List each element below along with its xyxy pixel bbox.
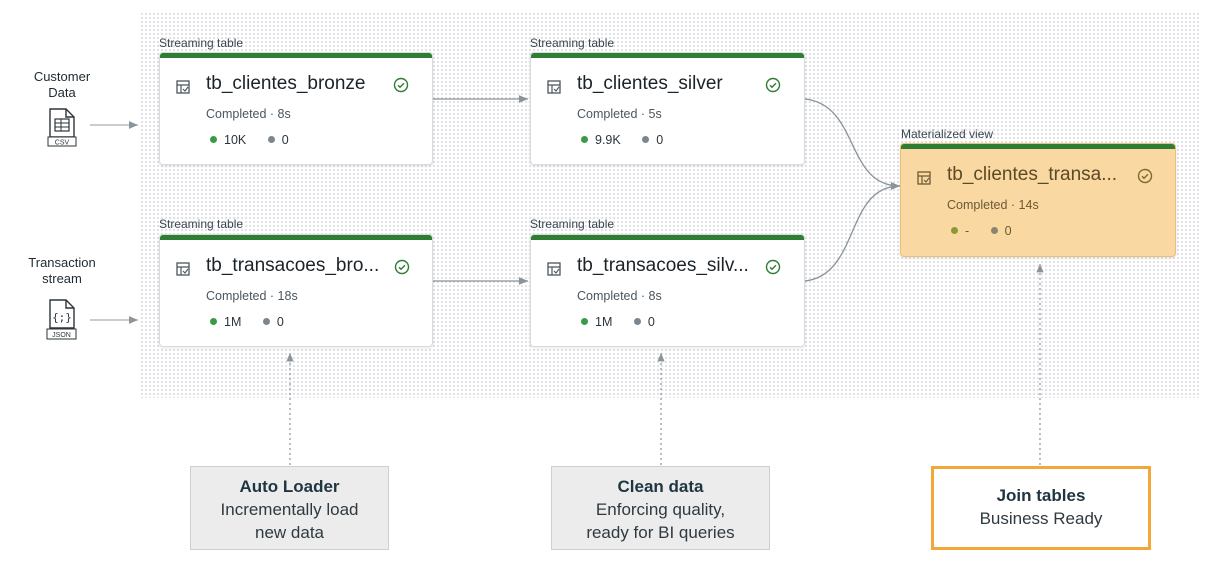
dropped-dot-icon xyxy=(262,318,270,326)
node-type-label: Streaming table xyxy=(530,217,615,231)
dropped-dot-icon xyxy=(642,136,650,144)
check-circle-icon xyxy=(1137,168,1153,184)
check-circle-icon xyxy=(765,77,781,93)
node-status: Completed · 18s xyxy=(206,289,298,303)
node-status: Completed · 8s xyxy=(206,107,291,121)
table-icon xyxy=(176,262,190,276)
node-metrics: 1M 0 xyxy=(210,315,302,329)
status-bar xyxy=(531,53,804,58)
node-tb-transacoes-bronze[interactable]: tb_transacoes_bro... Completed · 18s 1M … xyxy=(159,234,433,347)
node-type-label: Streaming table xyxy=(159,217,244,231)
success-dot-icon xyxy=(581,318,588,326)
status-bar xyxy=(160,53,432,58)
node-name: tb_transacoes_silv... xyxy=(577,255,749,276)
note-auto-loader: Auto Loader Incrementally load new data xyxy=(190,466,389,550)
check-circle-icon xyxy=(394,259,410,275)
node-metrics: 1M 0 xyxy=(581,315,673,329)
edge-transacoes-silver-to-mv xyxy=(804,182,901,282)
edge-clientes-silver-to-mv xyxy=(804,98,901,190)
check-circle-icon xyxy=(765,259,781,275)
node-type-label: Materialized view xyxy=(901,127,994,141)
node-type-label: Streaming table xyxy=(530,36,615,50)
node-type-label: Streaming table xyxy=(159,36,244,50)
svg-text:CSV: CSV xyxy=(55,140,70,147)
success-dot-icon xyxy=(210,318,217,326)
csv-file-icon: CSV xyxy=(47,108,77,147)
svg-text:JSON: JSON xyxy=(52,332,71,339)
node-name: tb_transacoes_bro... xyxy=(206,255,380,276)
success-dot-icon xyxy=(581,136,588,144)
note-clean-data: Clean data Enforcing quality, ready for … xyxy=(551,466,770,550)
materialized-view-icon xyxy=(917,171,931,185)
dropped-dot-icon xyxy=(633,318,641,326)
table-icon xyxy=(547,262,561,276)
node-tb-clientes-bronze[interactable]: tb_clientes_bronze Completed · 8s 10K 0 xyxy=(159,52,433,165)
svg-text:{;}: {;} xyxy=(52,311,72,324)
node-tb-clientes-transacoes[interactable]: tb_clientes_transa... Completed · 14s - … xyxy=(900,143,1176,257)
node-status: Completed · 5s xyxy=(577,107,662,121)
node-name: tb_clientes_silver xyxy=(577,73,723,94)
node-name: tb_clientes_bronze xyxy=(206,73,366,94)
dropped-dot-icon xyxy=(267,136,275,144)
node-name: tb_clientes_transa... xyxy=(947,164,1118,185)
node-status: Completed · 8s xyxy=(577,289,662,303)
note-join-tables: Join tables Business Ready xyxy=(931,466,1151,550)
source-label-customer: Customer Data xyxy=(33,69,91,100)
success-dot-icon xyxy=(951,227,958,235)
node-metrics: - 0 xyxy=(951,224,1030,238)
json-file-icon: {;} JSON xyxy=(46,299,77,340)
node-status: Completed · 14s xyxy=(947,198,1039,212)
check-circle-icon xyxy=(393,77,409,93)
success-dot-icon xyxy=(210,136,217,144)
table-icon xyxy=(176,80,190,94)
node-metrics: 9.9K 0 xyxy=(581,133,681,147)
node-tb-clientes-silver[interactable]: tb_clientes_silver Completed · 5s 9.9K 0 xyxy=(530,52,805,165)
node-metrics: 10K 0 xyxy=(210,133,307,147)
dropped-dot-icon xyxy=(990,227,998,235)
node-tb-transacoes-silver[interactable]: tb_transacoes_silv... Completed · 8s 1M … xyxy=(530,234,805,347)
status-bar xyxy=(160,235,432,240)
table-icon xyxy=(547,80,561,94)
status-bar xyxy=(901,144,1175,149)
source-label-transaction: Transaction stream xyxy=(28,255,96,286)
status-bar xyxy=(531,235,804,240)
